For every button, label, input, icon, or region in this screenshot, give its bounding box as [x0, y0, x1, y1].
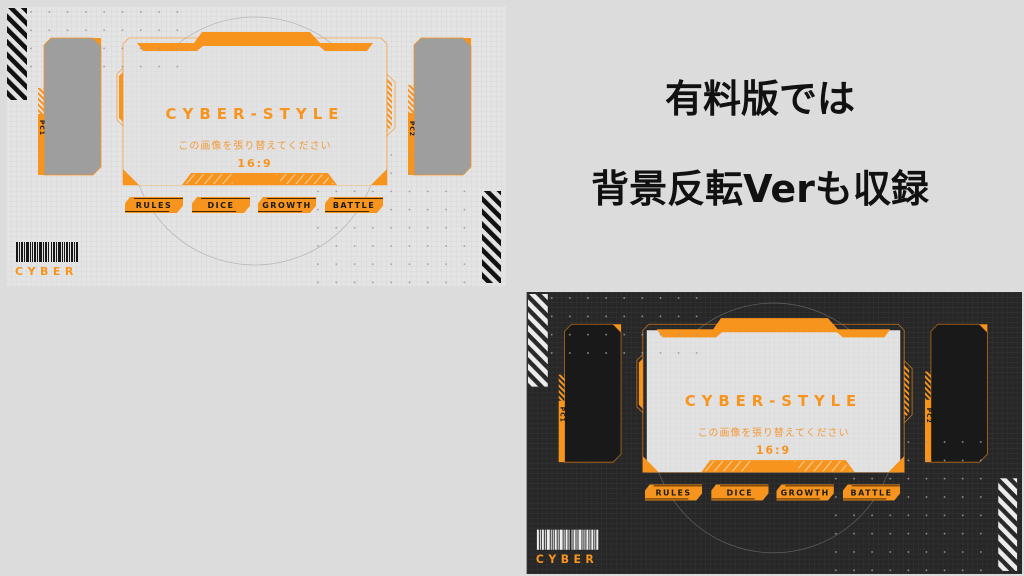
- cyber-frame-decoration: [6, 6, 506, 286]
- pc2-label: PC2: [924, 407, 932, 424]
- dice-button[interactable]: DICE: [192, 197, 250, 213]
- hazard-stripes-bottom-right: [482, 191, 501, 283]
- light-version-preview: PC1 PC2 CYBER-STYLE この画像を張り替えてください 16:9 …: [6, 6, 506, 286]
- barcode-graphic: [536, 529, 599, 550]
- headline-line-1: 有料版では: [664, 77, 855, 121]
- hazard-stripes-top-left: [7, 8, 27, 100]
- replace-image-instruction: この画像を張り替えてください: [697, 427, 850, 440]
- aspect-ratio-label: 16:9: [237, 157, 273, 170]
- barcode-graphic: [16, 242, 78, 262]
- battle-button[interactable]: BATTLE: [325, 197, 383, 213]
- dice-button[interactable]: DICE: [711, 484, 768, 500]
- battle-button[interactable]: BATTLE: [843, 484, 900, 500]
- hazard-stripes-bottom-right: [998, 478, 1018, 571]
- pc2-label: PC2: [408, 121, 415, 137]
- frame-title: CYBER-STYLE: [165, 105, 345, 123]
- growth-button[interactable]: GROWTH: [258, 197, 316, 213]
- hazard-stripes-top-left: [527, 294, 548, 387]
- frame-title: CYBER-STYLE: [684, 391, 863, 410]
- cyber-logo: CYBER: [15, 265, 78, 278]
- pc1-label: PC1: [38, 120, 45, 136]
- headline-line-2: 背景反転Verも収録: [591, 167, 929, 211]
- rules-button[interactable]: RULES: [645, 484, 702, 500]
- cyber-frame-decoration: [527, 292, 1022, 574]
- rules-button[interactable]: RULES: [125, 197, 183, 213]
- growth-button[interactable]: GROWTH: [776, 484, 833, 500]
- pc1-label: PC1: [558, 406, 566, 423]
- aspect-ratio-label: 16:9: [755, 444, 792, 458]
- dark-version-preview: PC1 PC2 CYBER-STYLE この画像を張り替えてください 16:9 …: [527, 292, 1022, 574]
- cyber-logo: CYBER: [535, 552, 599, 566]
- replace-image-instruction: この画像を張り替えてください: [178, 141, 332, 152]
